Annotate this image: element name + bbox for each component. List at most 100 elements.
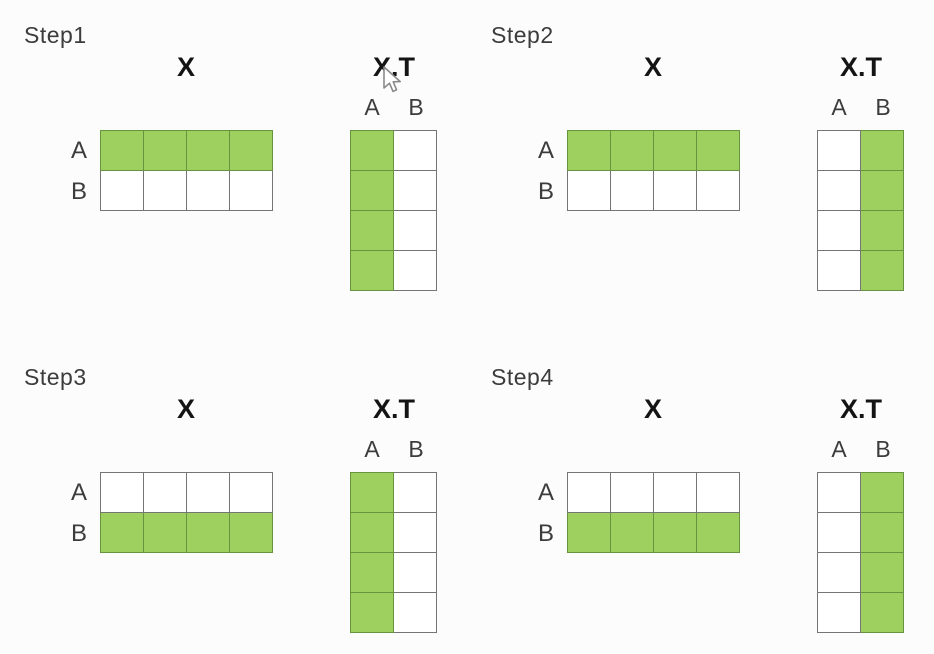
matrix-cell [817,552,861,593]
matrix-cell-highlighted [610,130,654,171]
matrix-cell-highlighted [100,130,144,171]
matrix-cell-highlighted [350,512,394,553]
xt-matrix-title: X.T [372,52,415,82]
matrix-cell-highlighted [350,592,394,633]
x-row-labels: A B [62,130,96,212]
x-row-label-a: A [70,137,87,164]
xt-column-labels: A B [817,94,905,121]
matrix-cell-highlighted [350,472,394,513]
x-matrix [100,130,273,211]
x-row-label-a: A [537,479,554,506]
matrix-cell-highlighted [860,472,904,513]
x-row-label-b: B [70,178,87,205]
matrix-cell-highlighted [860,552,904,593]
x-row-label-b: B [537,520,554,547]
step3-panel: Step3 X X.T A B A B [0,327,467,654]
matrix-cell [567,472,611,513]
matrix-grid [817,472,904,633]
x-matrix-title: X [176,394,195,424]
step1-panel: Step1 X X.T A B A B [0,0,467,327]
step-label: Step2 [491,22,554,48]
matrix-cell-highlighted [696,130,740,171]
step2-panel: Step2 X X.T A B A B [467,0,934,327]
matrix-cell [653,472,697,513]
matrix-cell-highlighted [100,512,144,553]
matrix-cell-highlighted [567,512,611,553]
xt-matrix [817,472,904,633]
xt-column-labels: A B [350,436,438,463]
matrix-cell [696,170,740,211]
matrix-cell-highlighted [860,210,904,251]
xt-matrix-title: X.T [839,394,882,424]
x-row-label-b: B [537,178,554,205]
x-row-label-a: A [537,137,554,164]
matrix-cell [143,472,187,513]
matrix-cell [817,250,861,291]
x-matrix [567,472,740,553]
matrix-cell-highlighted [350,210,394,251]
xt-column-labels: A B [350,94,438,121]
matrix-cell-highlighted [350,170,394,211]
matrix-grid [100,130,273,211]
matrix-cell [610,170,654,211]
matrix-cell [653,170,697,211]
matrix-cell [696,472,740,513]
x-row-labels: A B [529,472,563,554]
matrix-cell-highlighted [696,512,740,553]
step-label: Step3 [24,364,87,390]
matrix-cell-highlighted [350,552,394,593]
matrix-cell [817,512,861,553]
matrix-grid [817,130,904,291]
matrix-cell [817,170,861,211]
xt-col-label-b: B [875,94,891,120]
matrix-grid [100,472,273,553]
xt-matrix-title: X.T [839,52,882,82]
matrix-cell [100,170,144,211]
matrix-cell [393,130,437,171]
matrix-cell [817,592,861,633]
xt-col-label-b: B [408,436,424,462]
xt-matrix [817,130,904,291]
matrix-cell [610,472,654,513]
xt-matrix [350,472,437,633]
xt-column-labels: A B [817,436,905,463]
matrix-cell [817,130,861,171]
matrix-cell-highlighted [860,512,904,553]
matrix-grid [567,472,740,553]
matrix-cell-highlighted [143,130,187,171]
matrix-grid [567,130,740,211]
matrix-cell [393,512,437,553]
step-label: Step1 [24,22,87,48]
matrix-cell-highlighted [350,130,394,171]
step-label: Step4 [491,364,554,390]
matrix-cell-highlighted [229,512,273,553]
xt-matrix [350,130,437,291]
x-matrix [567,130,740,211]
matrix-cell [393,472,437,513]
matrix-cell [817,210,861,251]
matrix-cell [393,210,437,251]
matrix-cell-highlighted [143,512,187,553]
matrix-cell-highlighted [860,592,904,633]
matrix-cell-highlighted [186,512,230,553]
matrix-cell-highlighted [610,512,654,553]
matrix-cell-highlighted [860,130,904,171]
matrix-cell [393,552,437,593]
xt-col-label-a: A [364,94,380,120]
matrix-cell [567,170,611,211]
step4-panel: Step4 X X.T A B A B [467,327,934,654]
matrix-grid [350,130,437,291]
x-row-label-a: A [70,479,87,506]
x-matrix-title: X [176,52,195,82]
xt-col-label-a: A [364,436,380,462]
xt-col-label-b: B [875,436,891,462]
matrix-cell [100,472,144,513]
xt-col-label-b: B [408,94,424,120]
matrix-cell [229,472,273,513]
matrix-cell-highlighted [653,512,697,553]
matrix-cell-highlighted [229,130,273,171]
matrix-cell [393,250,437,291]
x-row-labels: A B [529,130,563,212]
matrix-cell [186,170,230,211]
